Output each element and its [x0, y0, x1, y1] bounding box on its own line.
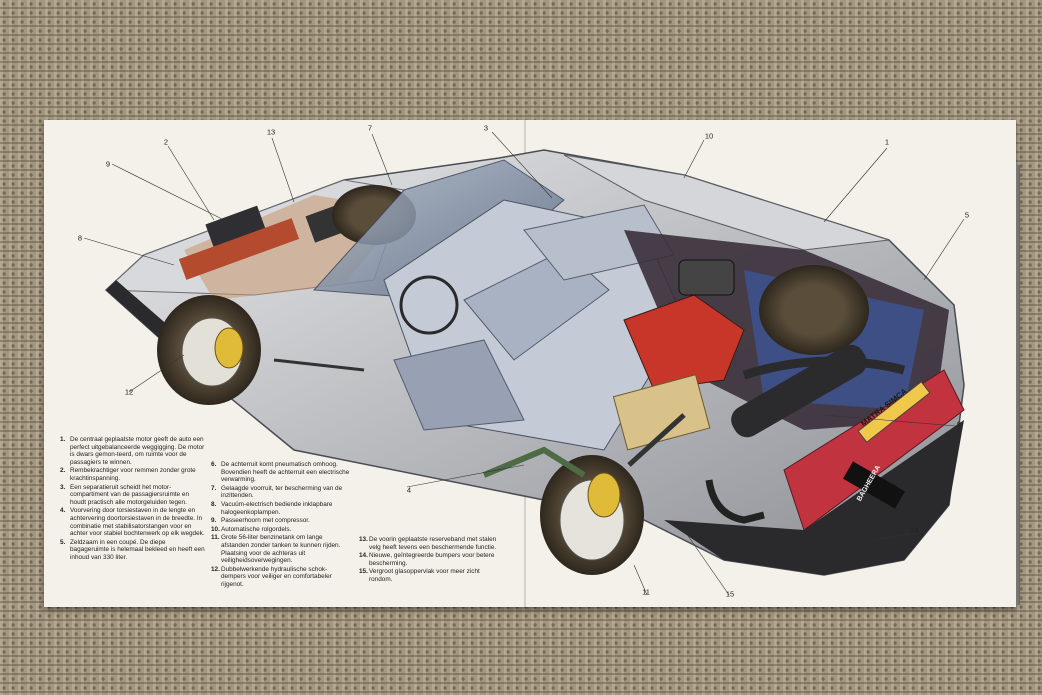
legend-item: 10.Automatische rolgordels.	[211, 525, 292, 533]
brake-booster	[205, 205, 268, 253]
exhaust-silencer	[731, 344, 867, 438]
legend-column-3: 13.De voorin geplaatste reserveband met …	[359, 536, 499, 585]
legend-item: 5.Zeldzaam in een coupé. De diepe bagage…	[60, 538, 205, 561]
legend-item: 15.Vergroot glasoppervlak voor meer zich…	[359, 568, 480, 583]
callout-9: 9	[105, 159, 111, 169]
callout-1: 1	[884, 137, 890, 147]
callout-10: 10	[704, 131, 714, 141]
page-edge	[1012, 165, 1020, 605]
callout-11: 11	[642, 587, 650, 597]
callout-5: 5	[964, 210, 970, 220]
callout-13: 13	[266, 127, 276, 137]
legend-item: 7.Gelaagde voorruit, ter bescherming van…	[211, 484, 343, 500]
legend-item: 1.De centraal geplaatste motor geeft de …	[60, 436, 205, 466]
legend-item: 2.Rembekrachtiger voor remmen zonder gro…	[60, 467, 196, 482]
brochure-spread: MATRA SIMCA BAGHEERA 1 2 3 4 5 6 7 8 9 1…	[44, 120, 1016, 607]
callout-3: 3	[483, 123, 489, 133]
front-right-brake	[587, 472, 621, 518]
callout-7: 7	[367, 123, 373, 133]
callout-2: 2	[163, 137, 169, 147]
car-cutaway-illustration	[83, 131, 965, 596]
red-tray	[178, 218, 300, 280]
legend-column-1: 1.De centraal geplaatste motor geeft de …	[60, 436, 206, 563]
side-plate	[843, 461, 905, 509]
exhaust-pipe	[705, 479, 765, 524]
engine-block	[623, 294, 745, 391]
drive-shaft	[627, 413, 686, 467]
callout-12: 12	[124, 387, 134, 397]
callout-4: 4	[406, 485, 412, 495]
exhaust-pipe-upper	[742, 356, 906, 380]
callout-8: 8	[77, 233, 83, 243]
callout-14: 14	[909, 525, 919, 535]
torsion-bar	[273, 358, 365, 372]
legend-item: 9.Passeerhoorn met compressor.	[211, 517, 310, 525]
leader-lines	[83, 131, 965, 596]
suspension-arm	[482, 446, 586, 478]
legend-item: 13.De voorin geplaatste reserveband met …	[359, 536, 497, 551]
legend-column-2: 6.De achterruit komt pneumatisch omhoog.…	[211, 461, 351, 590]
rear-wheel	[759, 265, 869, 355]
callout-6: 6	[956, 419, 962, 429]
legend-item: 8.Vacuüm-electrisch bediende inklapbare …	[211, 500, 333, 516]
rear-bumper	[664, 420, 964, 575]
legend-item: 11.Grote 56-liter benzinetank om lange a…	[211, 534, 341, 565]
rear-glass	[563, 154, 890, 251]
callout-15: 15	[725, 589, 735, 599]
front-brake-disc	[214, 327, 244, 369]
legend-item: 3.Een separatieruit scheidt het motor-co…	[60, 483, 189, 506]
legend-item: 12.Dubbelwerkende hydraulische schok-dem…	[211, 565, 332, 588]
seat-side	[393, 339, 525, 431]
gearbox	[612, 374, 711, 451]
legend-item: 6.De achterruit komt pneumatisch omhoog.…	[211, 461, 350, 484]
air-filter	[678, 259, 735, 296]
rear-lights	[783, 369, 965, 531]
legend-item: 4.Voorvering door torsiestaven in de len…	[60, 507, 205, 538]
rear-plate	[857, 381, 931, 443]
legend-item: 14.Nieuwe, geïntegreerde bumpers voor be…	[359, 552, 495, 567]
steering-wheel	[399, 275, 459, 335]
